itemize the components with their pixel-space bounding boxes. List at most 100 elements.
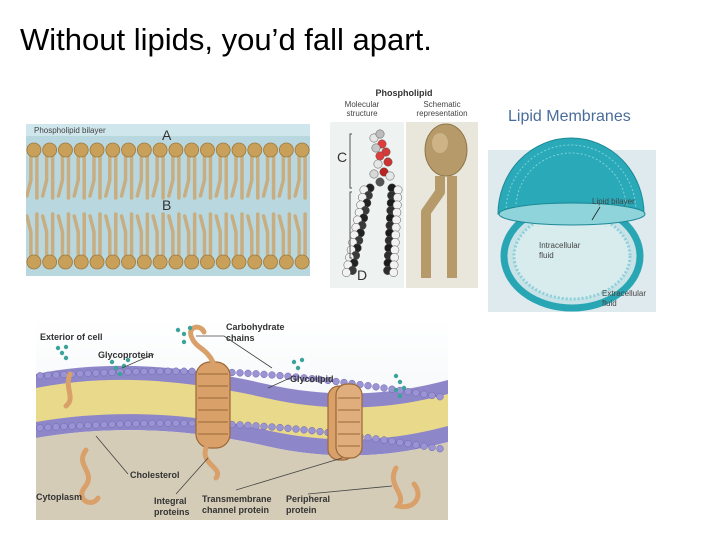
label-intracellular-2: fluid	[539, 251, 554, 260]
membrane-head	[412, 389, 420, 397]
membrane-head	[268, 423, 276, 431]
membrane-head	[404, 388, 412, 396]
phospholipid-lower	[182, 212, 200, 270]
membrane-head	[380, 436, 388, 444]
membrane-head	[84, 421, 92, 430]
label-integral-2: proteins	[154, 507, 190, 517]
phospholipid-lower	[104, 212, 121, 270]
molecular-structure	[341, 129, 403, 277]
membrane-head	[164, 367, 172, 375]
bilayer-diagram: Phospholipid bilayer A B	[26, 124, 310, 276]
phospholipid-lower	[40, 212, 58, 270]
membrane-head	[276, 423, 284, 432]
molecular-label-1: Molecular	[345, 100, 380, 109]
membrane-head	[372, 383, 380, 391]
membrane-head	[140, 419, 148, 428]
peripheral-protein	[391, 465, 421, 510]
label-cholesterol: Cholesterol	[130, 470, 180, 480]
label-peripheral-2: protein	[286, 505, 317, 515]
membrane-head	[388, 437, 396, 445]
membrane-head	[68, 422, 76, 430]
membrane-head	[172, 367, 180, 375]
membrane-head	[188, 419, 196, 427]
label-exterior: Exterior of cell	[40, 332, 103, 342]
phospholipid-lower	[88, 212, 105, 270]
membrane-head	[60, 422, 68, 431]
vesicle-title: Lipid Membranes	[508, 108, 631, 125]
bilayer-graphic: Phospholipid bilayer A B	[26, 124, 310, 276]
membrane-head	[436, 445, 444, 453]
leader-lines	[95, 335, 393, 495]
phospholipid-upper	[277, 142, 294, 200]
phospholipid-upper	[135, 142, 152, 200]
membrane-head	[436, 393, 444, 401]
pointer-line	[591, 206, 601, 221]
membrane-head	[316, 427, 324, 436]
membrane-head	[172, 419, 180, 427]
label-glycolipid: Glycolipid	[290, 374, 334, 384]
membrane-head	[52, 371, 60, 379]
membrane-head	[244, 421, 252, 429]
membrane-head	[244, 369, 252, 377]
bilayer-letter-b: B	[162, 197, 171, 213]
membrane-head	[132, 368, 140, 376]
cell-membrane-graphic: Exterior of cell Carbohydrate chains Gly…	[36, 318, 448, 520]
phospholipid-lower	[119, 212, 136, 270]
membrane-head	[60, 370, 68, 379]
membrane-head	[380, 384, 388, 392]
membrane-head	[420, 390, 428, 398]
label-transmembrane-1: Transmembrane	[202, 494, 272, 504]
phospholipid-upper	[182, 142, 200, 200]
molecular-label-2: structure	[346, 109, 378, 118]
channel-protein	[327, 383, 363, 461]
membrane-head	[308, 375, 316, 383]
phospholipid-upper	[40, 142, 58, 200]
phospholipid-title: Phospholipid	[376, 88, 433, 98]
phospholipid-upper	[198, 142, 215, 200]
membrane-head	[156, 367, 164, 375]
phospholipid-lower	[246, 212, 263, 270]
membrane-head	[36, 372, 44, 380]
letter-d: D	[357, 267, 367, 283]
phospholipid-lower	[56, 212, 73, 270]
integral-protein-1	[188, 324, 231, 481]
phospholipid-upper	[246, 142, 263, 200]
membrane-head	[428, 443, 436, 452]
membrane-head	[420, 442, 428, 450]
phospholipid-upper	[88, 142, 105, 200]
membrane-head	[412, 441, 420, 449]
phospholipid-lower	[151, 212, 168, 270]
membrane-head	[332, 377, 340, 386]
membrane-head	[92, 369, 100, 377]
membrane-head	[76, 422, 84, 430]
membrane-head	[44, 423, 52, 432]
label-glycoprotein: Glycoprotein	[98, 350, 154, 360]
phospholipid-lower	[198, 212, 215, 270]
carbohydrate-chains	[55, 325, 407, 399]
membrane-head	[52, 423, 60, 431]
phospholipid-lower	[277, 212, 294, 270]
schematic-phospholipid	[421, 123, 468, 278]
membrane-head	[292, 373, 300, 381]
membrane-head	[180, 367, 188, 375]
phospholipid-diagram: Phospholipid Molecular structure Schemat…	[330, 88, 478, 288]
membrane-head	[156, 419, 164, 427]
schematic-label-2: representation	[416, 109, 467, 118]
membrane-head	[140, 367, 148, 376]
membrane-head	[44, 371, 52, 380]
membrane-head	[284, 424, 292, 432]
label-cytoplasm: Cytoplasm	[36, 492, 82, 502]
membrane-head	[108, 420, 116, 429]
phospholipid-upper	[26, 142, 42, 200]
phospholipid-upper	[104, 142, 121, 200]
membrane-head	[252, 370, 260, 378]
phospholipid-upper	[119, 142, 136, 200]
phospholipid-upper	[230, 142, 247, 200]
phospholipid-upper	[261, 142, 278, 200]
cell-membrane-diagram: Exterior of cell Carbohydrate chains Gly…	[36, 318, 448, 520]
phospholipid-lower	[26, 212, 42, 270]
phospholipid-upper	[293, 142, 310, 200]
membrane-head	[260, 422, 268, 431]
label-intracellular-1: Intracellular	[539, 241, 581, 250]
membrane-head	[364, 434, 372, 442]
